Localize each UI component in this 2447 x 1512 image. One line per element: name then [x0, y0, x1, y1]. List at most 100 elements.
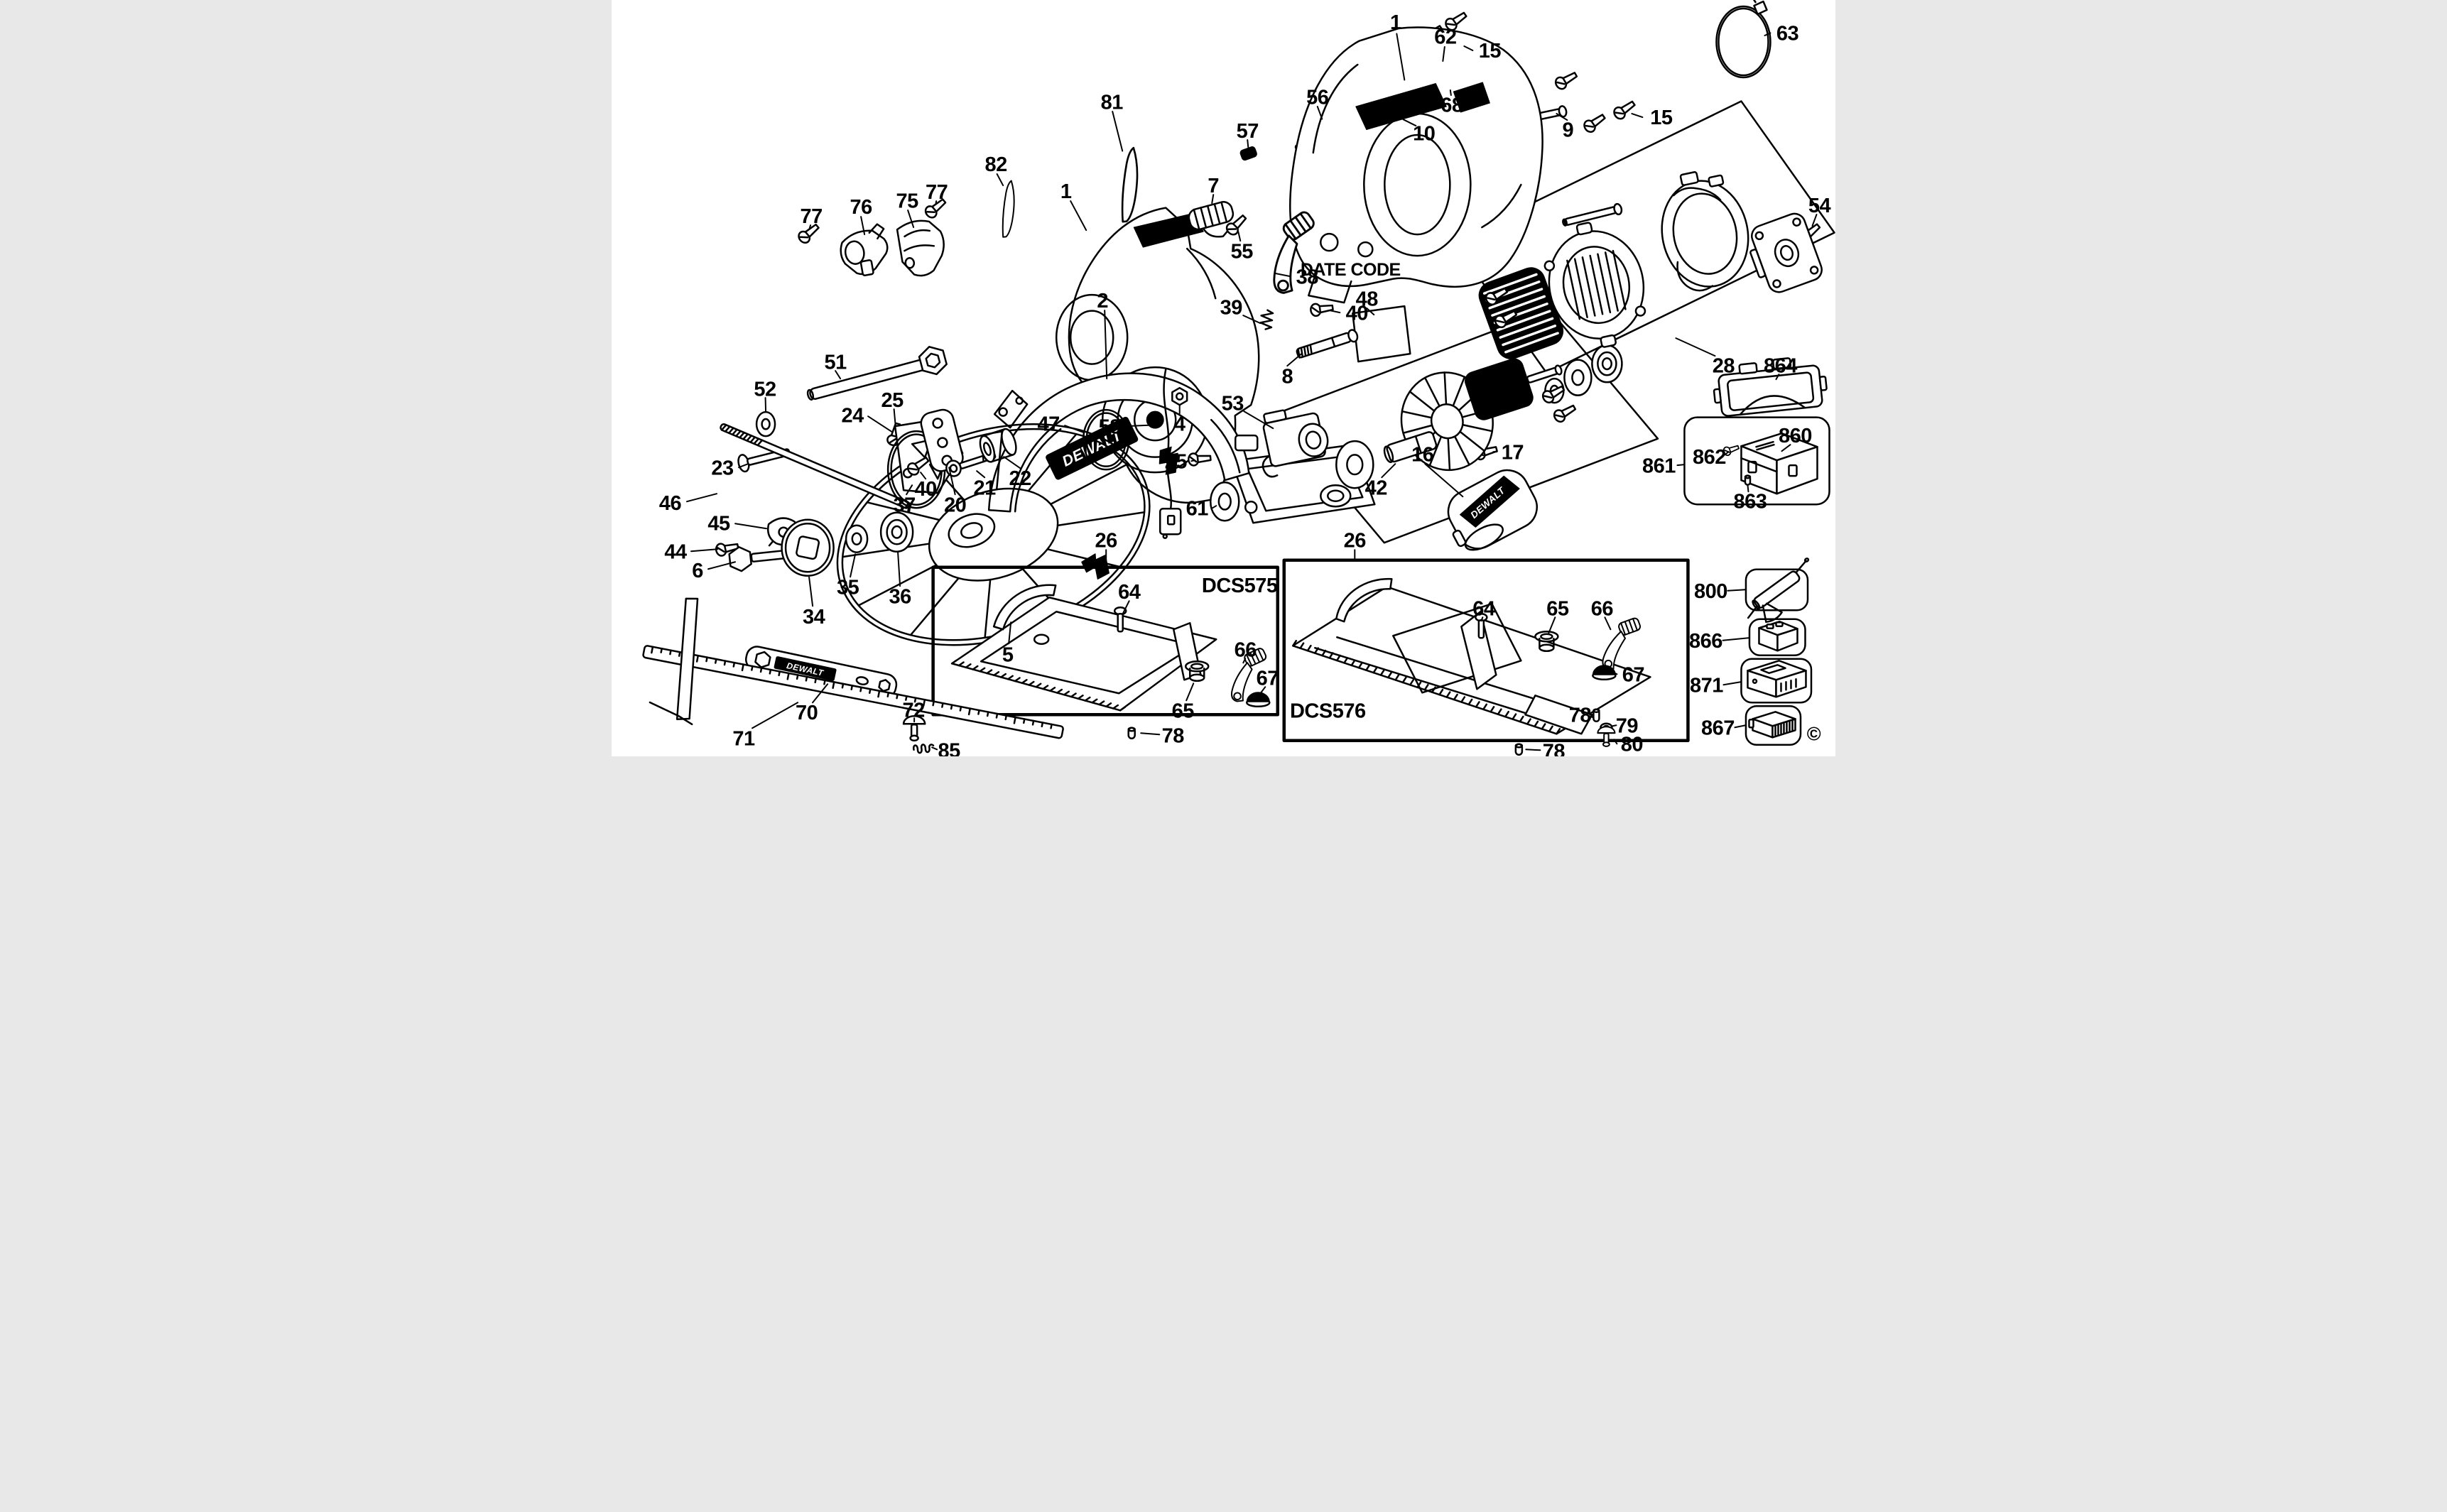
dust-chute-76: [840, 223, 889, 276]
screw-40a: [906, 456, 930, 476]
leader-line-66: [1604, 616, 1612, 631]
callout-52-37: 52: [754, 378, 776, 401]
callout-22-53: 22: [1009, 467, 1031, 490]
callout-38-21: 38: [1296, 266, 1319, 288]
leader-line-38: [1275, 273, 1291, 278]
leader-line-56: [1316, 106, 1323, 120]
callout-76-16: 76: [850, 196, 872, 219]
callout-66-68: 66: [1591, 597, 1614, 620]
leader-line-67: [1613, 672, 1618, 675]
leader-line-64: [1122, 600, 1130, 616]
screw-863: [1744, 474, 1752, 486]
kit-box-insert-864: [1713, 357, 1828, 417]
inset-box_866: [1748, 618, 1806, 657]
date-code-annotation: DATE CODE: [1301, 260, 1401, 280]
bolt-8: [1296, 329, 1359, 359]
base-plate-dcs576-26: [1292, 577, 1651, 735]
callout-25-29: 25: [1165, 450, 1188, 473]
leader-line-863: [1747, 484, 1749, 493]
leader-line-64: [1480, 616, 1484, 622]
leader-line-23: [738, 463, 749, 469]
lock-off-lever-7: [1188, 201, 1235, 238]
inset-box_871: [1740, 658, 1813, 704]
charger-871: [1747, 660, 1807, 698]
leader-line-15: [1631, 113, 1644, 119]
callout-44-44: 44: [664, 540, 687, 563]
leader-line-45: [734, 523, 768, 530]
leader-line-871: [1722, 681, 1742, 686]
leader-line-77: [808, 224, 812, 230]
end-plate-28: [1749, 212, 1823, 293]
callout-23-38: 23: [711, 457, 734, 479]
callout-28-34: 28: [1713, 354, 1735, 377]
leader-line-85: [931, 746, 938, 751]
leader-line-51: [835, 370, 842, 380]
callout-9-8: 9: [1563, 119, 1574, 142]
callout-863-77: 863: [1734, 490, 1767, 513]
switch-53: [1262, 409, 1329, 478]
callout-39-22: 39: [1220, 296, 1243, 319]
leader-line-25: [893, 408, 896, 426]
callout-81-11: 81: [1101, 92, 1124, 114]
callout-1-13: 1: [1060, 180, 1072, 203]
callout-45-43: 45: [707, 512, 730, 535]
outer-flange-34: [781, 518, 835, 577]
callout-64-61: 64: [1118, 581, 1141, 604]
motor-housing-clamshell-1: [1289, 26, 1543, 304]
leader-line-6: [707, 561, 737, 570]
brush-ring-28: [1661, 171, 1749, 292]
leader-line-40: [920, 472, 927, 480]
callout-25-40: 25: [881, 389, 904, 412]
leader-line-70: [812, 683, 829, 704]
callout-10-7: 10: [1413, 123, 1435, 146]
callout-82-12: 82: [985, 153, 1007, 176]
wear-plate-81: [1121, 146, 1139, 223]
label-sheet-48: [1352, 305, 1411, 363]
callout-15-9: 15: [1650, 107, 1673, 129]
guard-half-75: [896, 219, 945, 277]
brush-insert-57: [1239, 146, 1257, 161]
leader-line-22: [1003, 456, 1021, 469]
leader-line-75: [907, 210, 915, 229]
callout-77-19: 77: [926, 181, 948, 204]
callout-867-81: 867: [1701, 717, 1735, 739]
leader-line-76: [860, 216, 866, 236]
leader-line-8: [1286, 353, 1303, 367]
callout-24-39: 24: [841, 404, 864, 427]
callout-65-67: 65: [1546, 597, 1569, 620]
callout-64-66: 64: [1472, 597, 1495, 620]
leader-line-35: [850, 553, 857, 578]
callout-47-41: 47: [1038, 413, 1060, 435]
inset-kit_861: [1683, 416, 1830, 506]
callout-5-54: 5: [1002, 643, 1014, 666]
leader-line-55: [1237, 231, 1242, 242]
pin-28: [1562, 202, 1623, 227]
leader-line-25: [1190, 459, 1196, 462]
rotor-shaft-42: [1383, 431, 1438, 463]
rotor-washer-a-42: [1335, 440, 1374, 489]
spring-85: [912, 744, 935, 754]
callout-36-48: 36: [889, 585, 911, 608]
wear-plate-82: [1002, 180, 1015, 238]
leader-line-58: [1125, 424, 1160, 428]
washer-35: [845, 524, 869, 553]
screw-55: [1225, 214, 1247, 236]
leader-line-57: [1247, 139, 1249, 148]
nut-4: [1171, 386, 1188, 406]
lever-66a: [1231, 648, 1267, 702]
model-label-dcs575: DCS575: [1202, 575, 1278, 597]
callout-34-46: 34: [803, 606, 825, 629]
callout-65-63: 65: [1172, 700, 1195, 722]
leader-line-65: [1185, 682, 1195, 702]
spring-39: [1259, 309, 1274, 330]
callout-42-33: 42: [1365, 477, 1387, 499]
leader-line-7: [1211, 194, 1215, 205]
callout-17-32: 17: [1502, 441, 1524, 464]
callout-77-18: 77: [800, 205, 822, 228]
washer-52: [755, 410, 776, 437]
bearing-36: [879, 511, 914, 553]
leader-line-10: [1402, 119, 1417, 127]
callout-79-71: 79: [1616, 714, 1639, 737]
